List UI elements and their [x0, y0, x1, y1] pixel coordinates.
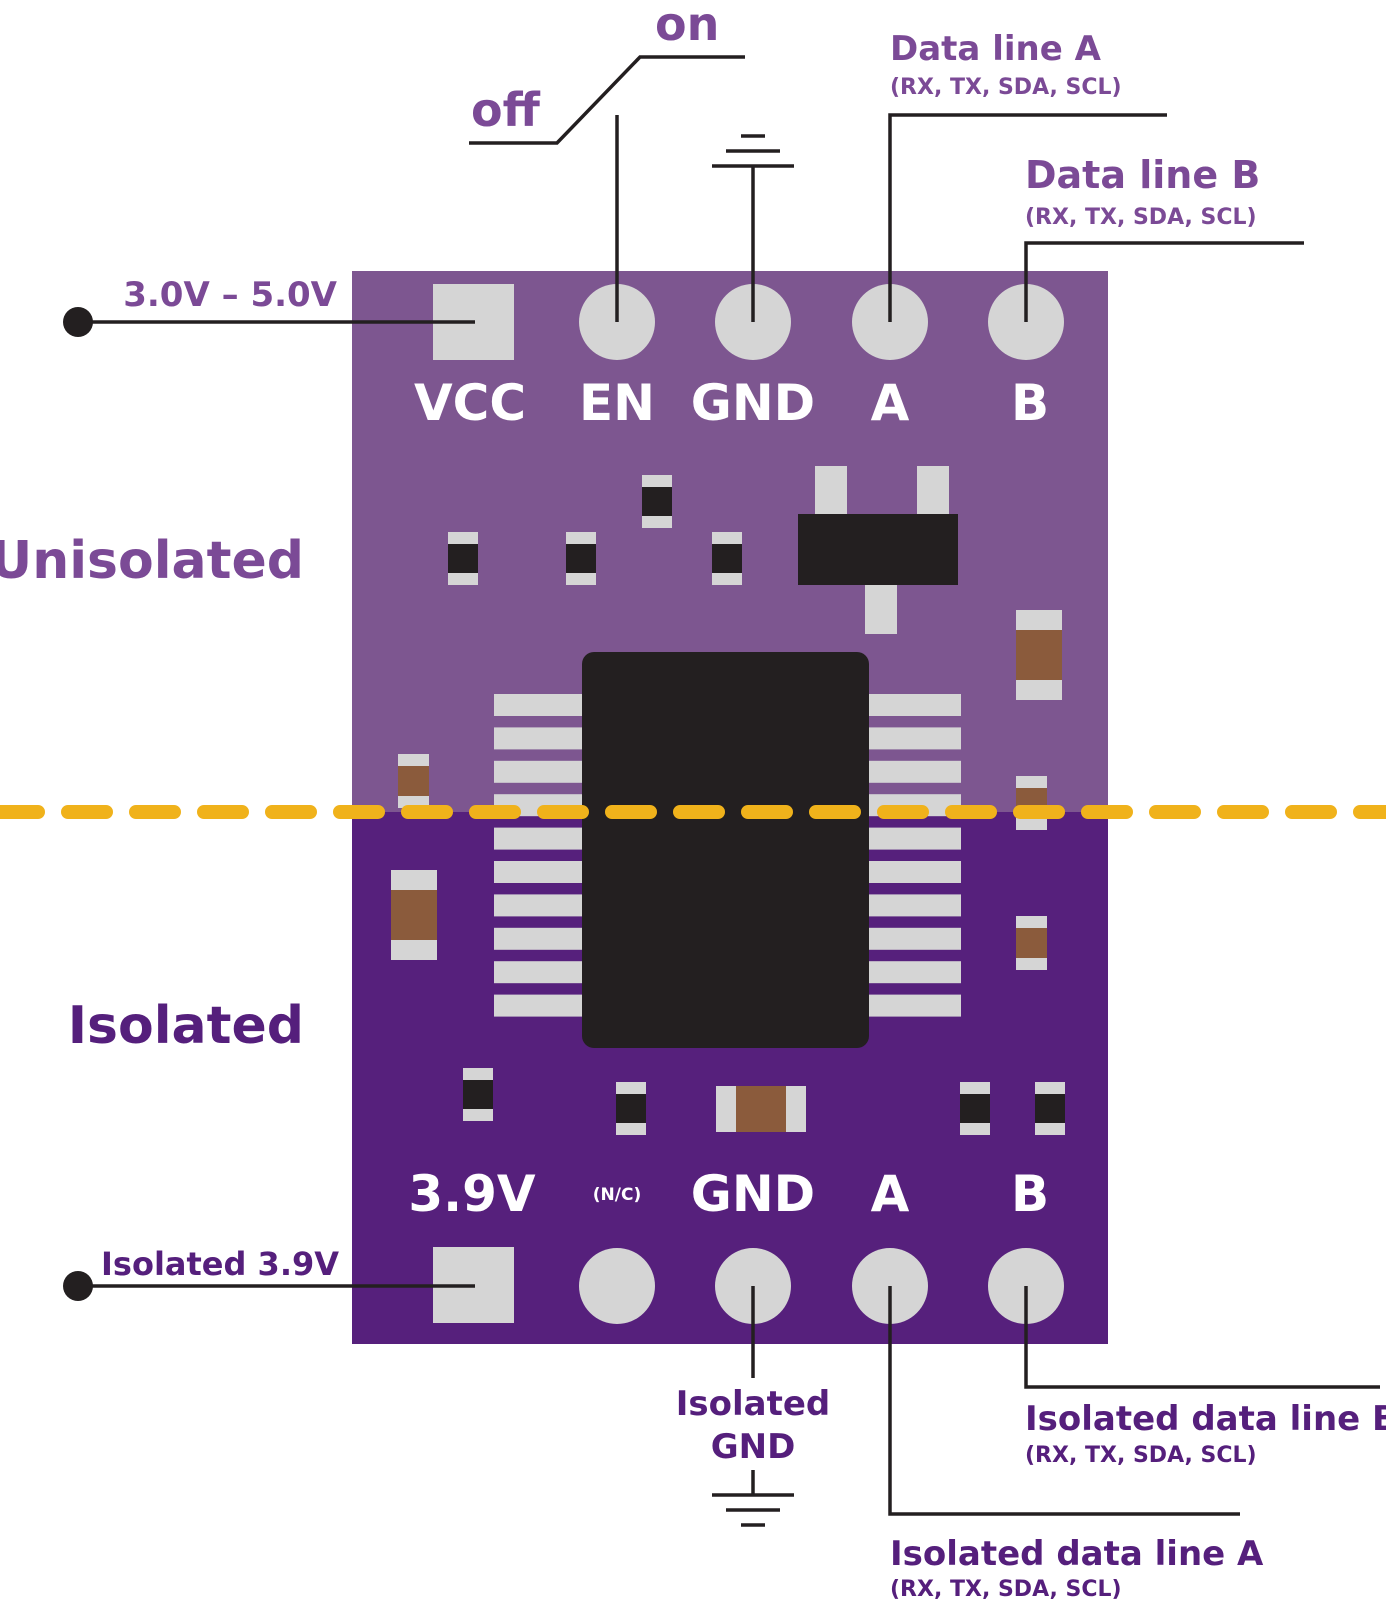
section-label-isolated: Isolated	[68, 996, 304, 1056]
ic-lead	[494, 694, 586, 716]
data-b-leader	[1024, 241, 1304, 322]
ic-lead	[494, 894, 586, 917]
vcc-terminal-dot	[63, 307, 93, 337]
smd-capacitor	[960, 1082, 990, 1135]
ic-lead	[494, 961, 586, 984]
isolated-data-line-a-label: Isolated data line A	[890, 1534, 1264, 1574]
pin-label-gnd: GND	[691, 374, 815, 432]
pin-label-iso-gnd: GND	[691, 1165, 815, 1223]
ic-lead	[869, 927, 961, 950]
smd-resistor	[1016, 610, 1062, 700]
ground-icon	[712, 134, 794, 168]
ic-lead	[869, 694, 961, 716]
pin-label-a: A	[871, 374, 910, 432]
ic-lead	[869, 861, 961, 883]
ic-lead	[494, 861, 586, 883]
iso-a-leader	[888, 1286, 1240, 1516]
section-label-unisolated: Unisolated	[0, 531, 304, 591]
data-line-b-label: Data line B	[1025, 153, 1260, 197]
data-line-b-sub: (RX, TX, SDA, SCL)	[1025, 205, 1257, 230]
smd-capacitor	[463, 1068, 493, 1121]
pin-label-iso-a: A	[871, 1165, 910, 1223]
ic-lead	[869, 727, 961, 750]
ic-lead	[494, 827, 586, 850]
smd-capacitor	[566, 532, 596, 585]
ic-lead	[869, 961, 961, 984]
ic-lead	[494, 927, 586, 950]
isolator-ic	[582, 652, 869, 1048]
pin-label-b: B	[1011, 374, 1049, 432]
smd-resistor	[1016, 916, 1047, 970]
ic-lead	[869, 760, 961, 783]
ic-lead	[494, 760, 586, 783]
pin-label-vcc: VCC	[414, 374, 526, 432]
switch-leader	[469, 55, 745, 145]
nc-pad	[579, 1248, 655, 1324]
ic-lead	[494, 727, 586, 750]
smd-resistor	[398, 754, 429, 808]
data-a-leader	[888, 113, 1167, 322]
smd-capacitor	[616, 1082, 646, 1135]
smd-resistor	[391, 870, 437, 960]
smd-capacitor	[712, 532, 742, 585]
switch-off-label: off	[471, 83, 541, 137]
ic-lead	[869, 827, 961, 850]
leader-lines	[78, 55, 1380, 1516]
smd-capacitor	[448, 532, 478, 585]
sot23-transistor	[798, 466, 958, 634]
ic-lead	[494, 994, 586, 1017]
smd-resistor-horizontal	[716, 1086, 806, 1132]
ic-lead	[869, 994, 961, 1017]
switch-on-label: on	[655, 0, 719, 51]
smd-capacitor	[1035, 1082, 1065, 1135]
data-line-a-label: Data line A	[890, 29, 1102, 69]
pin-label-3v9: 3.9V	[408, 1165, 536, 1223]
isolated-3v9-label: Isolated 3.9V	[101, 1245, 339, 1283]
isolated-data-line-b-sub: (RX, TX, SDA, SCL)	[1025, 1443, 1257, 1468]
smd-resistor	[1016, 776, 1047, 830]
pin-label-en: EN	[579, 374, 655, 432]
smd-components	[391, 466, 1065, 1135]
isolated-gnd-label-line1: Isolated	[676, 1384, 831, 1424]
isolated-gnd-label-line2: GND	[711, 1427, 796, 1467]
isolated-data-line-b-label: Isolated data line B	[1025, 1399, 1386, 1439]
isolated-data-line-a-sub: (RX, TX, SDA, SCL)	[890, 1577, 1122, 1602]
iso-b-leader	[1024, 1286, 1380, 1389]
isolated-ground-icon	[712, 1493, 794, 1527]
ic-lead	[869, 894, 961, 917]
pin-label-iso-b: B	[1011, 1165, 1049, 1223]
pin-label-nc: (N/C)	[593, 1185, 641, 1205]
smd-capacitor	[642, 475, 672, 528]
vcc-range-label: 3.0V – 5.0V	[123, 275, 337, 315]
data-line-a-sub: (RX, TX, SDA, SCL)	[890, 75, 1122, 100]
iso-39-terminal-dot	[63, 1271, 93, 1301]
